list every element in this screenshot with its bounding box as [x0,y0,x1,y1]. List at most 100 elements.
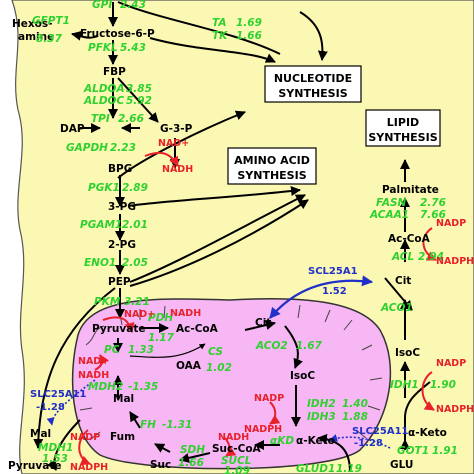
aketo-mito-label: α-Keto [296,435,335,447]
lipid-arrows [269,159,413,450]
enzyme-acl-value: 2.94 [418,251,444,263]
fbp-label: FBP [103,66,126,78]
enzyme-glud1-value: 1.19 [336,463,362,474]
glu-label: GLU [390,459,413,471]
transporter-slc25a11-left: SLC25A11 [30,389,87,400]
enzyme-got1-value: 1.91 [432,445,458,457]
enzyme-sdh-value: 1.66 [178,457,204,469]
nucleotide-box [264,65,362,103]
enzyme-labels: GPI 2.43 GFPT1 8.37 PFKL 5.43 TA 1.69 TK… [32,0,458,474]
isoc-cyto-label: IsoC [395,347,420,359]
enzyme-tpi-value: 2.66 [118,113,144,125]
enzyme-cs-value: 1.02 [206,362,232,374]
enzyme-sucl: SUCL [221,455,252,467]
succoa-label: Suc-CoA [212,443,262,455]
enzyme-pkm: PKM [94,296,121,308]
amino-acid-label-2: SYNTHESIS [237,169,306,182]
mal-cyto-label: Mal [30,428,51,440]
cofactor-nadh-mdh2: NADH [78,370,109,381]
enzyme-mdh1-value: 1.53 [42,453,68,465]
cofactor-nadp-fasn: NADP [436,218,466,229]
nucleotide-label-1: NUCLEOTIDE [274,72,352,85]
cofactor-nad-gapdh: NAD+ [158,138,189,149]
cofactor-nadph-idh1: NADPH [436,404,474,415]
suc-label: Suc [150,459,171,471]
cofactor-nadp-idh1: NADP [436,358,466,369]
enzyme-aco2: ACO2 [255,340,288,352]
mal-mito-label: Mal [113,393,134,405]
3pg-label: 3-PG [108,201,136,213]
acoa-cyto-label: Ac-CoA [388,233,431,245]
enzyme-tk-value: 1.66 [236,30,262,42]
transporter-labels: SCL25A1 1.52 SLC25A11 -1.28 SLC25A11 -1.… [30,266,409,449]
enzyme-gfpt1: GFPT1 [32,15,70,27]
enzyme-idh1-value: 1.90 [430,379,456,391]
enzyme-mdh2-value: -1.35 [128,381,158,393]
lipid-label-2: SYNTHESIS [368,131,437,144]
enzyme-glud1: GLUD1 [296,463,335,474]
transporter-slc25a11-right-value: -1.28 [354,438,383,449]
enzyme-pfkl-value: 5.43 [120,42,146,54]
cofactor-nadh-pdh: NADH [170,308,201,319]
enzyme-tk: TK [212,30,228,42]
enzyme-sucl-value: 1.09 [224,465,250,474]
acoa-mito-label: Ac-CoA [176,323,219,335]
enzyme-cs: CS [208,346,223,358]
hexosamine-label-1: Hexos- [12,18,53,30]
pep-label: PEP [108,276,131,288]
2pg-label: 2-PG [108,239,136,251]
enzyme-acaa1-value: 7.66 [420,209,446,221]
enzyme-aldoa: ALDOA [83,83,125,95]
amino-acid-label-1: AMINO ACID [234,154,310,167]
enzyme-idh3-value: 1.88 [342,411,368,423]
enzyme-pfkl: PFKL [88,42,118,54]
enzyme-pgam1: PGAM1 [80,219,122,231]
cit-mito-label: Cit [255,317,271,329]
enzyme-mdh1: MDH1 [38,442,73,454]
aketo-cyto-label: α-Keto [408,427,447,439]
glycolysis-arrows [33,1,328,449]
dap-label: DAP [60,123,85,135]
transporter-scl25a1: SCL25A1 [308,266,358,277]
enzyme-pdh: PDH [148,312,173,324]
bpg-label: BPG [108,163,132,175]
cofactor-nadh-gapdh: NADH [162,164,193,175]
enzyme-aldoa-value: 3.85 [126,83,152,95]
amino-acid-box [227,147,317,185]
enzyme-idh1: IDH1 [390,379,419,391]
tca-arrows [46,320,391,473]
transporter-scl25a1-value: 1.52 [322,286,347,297]
lipid-label-1: LIPID [387,116,419,129]
enzyme-fasn-value: 2.76 [420,197,446,209]
metabolite-labels: Hexos- amine Fructose-6-P FBP DAP G-3-P … [8,18,447,472]
cofactor-nadp-idh: NADP [254,393,284,404]
enzyme-mdh2: MDH2 [88,381,123,393]
enzyme-ta-value: 1.69 [236,17,262,29]
enzyme-gfpt1-value: 8.37 [36,33,63,45]
enzyme-ta: TA [212,17,226,29]
pyruvate-cyto-label: Pyruvate [8,460,61,472]
transporter-slc25a11-left-value: -1.28 [36,402,65,413]
enzyme-got1: GOT1 [397,445,429,457]
mitochondrion [71,297,392,470]
cofactor-nadh-akd: NADH [218,432,249,443]
enzyme-fh-value: -1.31 [162,419,192,431]
cofactor-nadph-idh: NADPH [244,424,282,435]
enzyme-pgk1: PGK1 [88,182,120,194]
enzyme-fh: FH [140,419,156,431]
cofactor-nad-pdh: NAD+ [124,309,155,320]
transporter-slc25a11-right: SLC25A11 [352,426,409,437]
enzyme-sdh: SDH [180,444,205,456]
cofactor-nadp-mdh1: NADP [70,432,100,443]
enzyme-pc: PC [104,344,120,356]
enzyme-eno1-value: 2.05 [122,257,148,269]
enzyme-gpi-value: 2.43 [120,0,146,11]
cytosol-right-arrows [47,381,431,471]
fum-label: Fum [110,431,135,443]
oaa-label: OAA [176,360,202,372]
g3p-label: G-3-P [160,123,193,135]
cofactor-nadph-fasn: NADPH [436,256,474,267]
palmitate-label: Palmitate [382,184,439,196]
